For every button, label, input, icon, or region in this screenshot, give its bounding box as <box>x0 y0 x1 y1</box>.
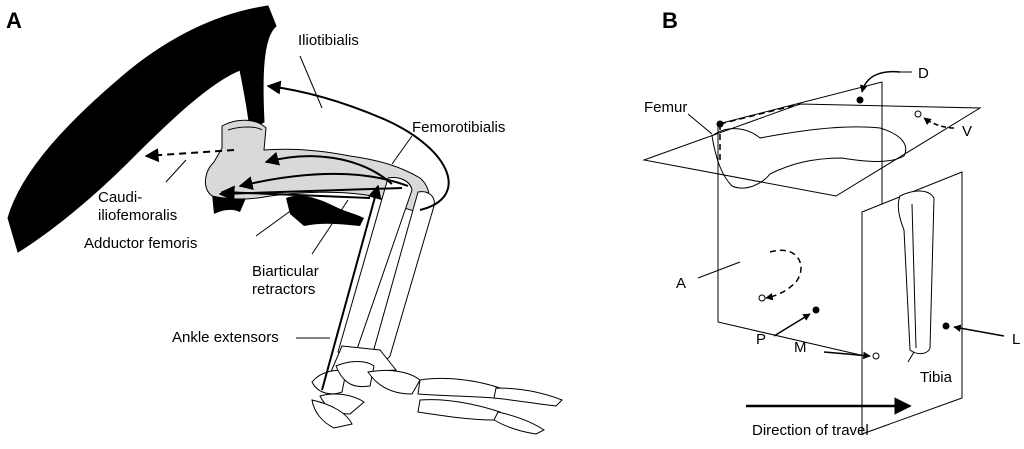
foot-bones <box>312 362 562 435</box>
label-p: P <box>756 331 766 348</box>
label-a: A <box>676 275 686 292</box>
label-caudi-line1: Caudi- <box>98 189 142 206</box>
plane-vertical-left <box>718 82 882 360</box>
label-femur: Femur <box>644 99 687 116</box>
label-femorotibialis: Femorotibialis <box>412 119 505 136</box>
arrow-p <box>774 314 810 336</box>
label-d: D <box>918 65 929 82</box>
dorsal-point <box>857 97 864 104</box>
label-m: M <box>794 339 807 356</box>
label-biarticular-line2: retractors <box>252 281 315 298</box>
panel-a: A <box>6 6 562 434</box>
femur-outline-b <box>712 127 906 188</box>
label-v: V <box>962 123 972 140</box>
ventral-point <box>915 111 921 117</box>
label-tibia: Tibia <box>920 369 953 386</box>
panel-b: B <box>644 8 1020 439</box>
posterior-point <box>813 307 820 314</box>
ischium-bone <box>286 196 364 226</box>
lateral-point <box>943 323 950 330</box>
label-adductor: Adductor femoris <box>84 235 197 252</box>
label-direction-of-travel: Direction of travel <box>752 422 869 439</box>
anterior-point <box>759 295 765 301</box>
label-l: L <box>1012 331 1020 348</box>
label-biarticular-line1: Biarticular <box>252 263 319 280</box>
plane-hidden-edge <box>720 104 800 160</box>
femur-origin-point <box>717 121 724 128</box>
panel-a-letter: A <box>6 8 22 33</box>
label-iliotibialis: Iliotibialis <box>298 32 359 49</box>
medial-point <box>873 353 879 359</box>
plane-horizontal <box>644 104 980 196</box>
label-ankle-extensors: Ankle extensors <box>172 329 279 346</box>
panel-b-letter: B <box>662 8 678 33</box>
label-caudi-line2: iliofemoralis <box>98 207 177 224</box>
arrow-a <box>766 250 801 298</box>
